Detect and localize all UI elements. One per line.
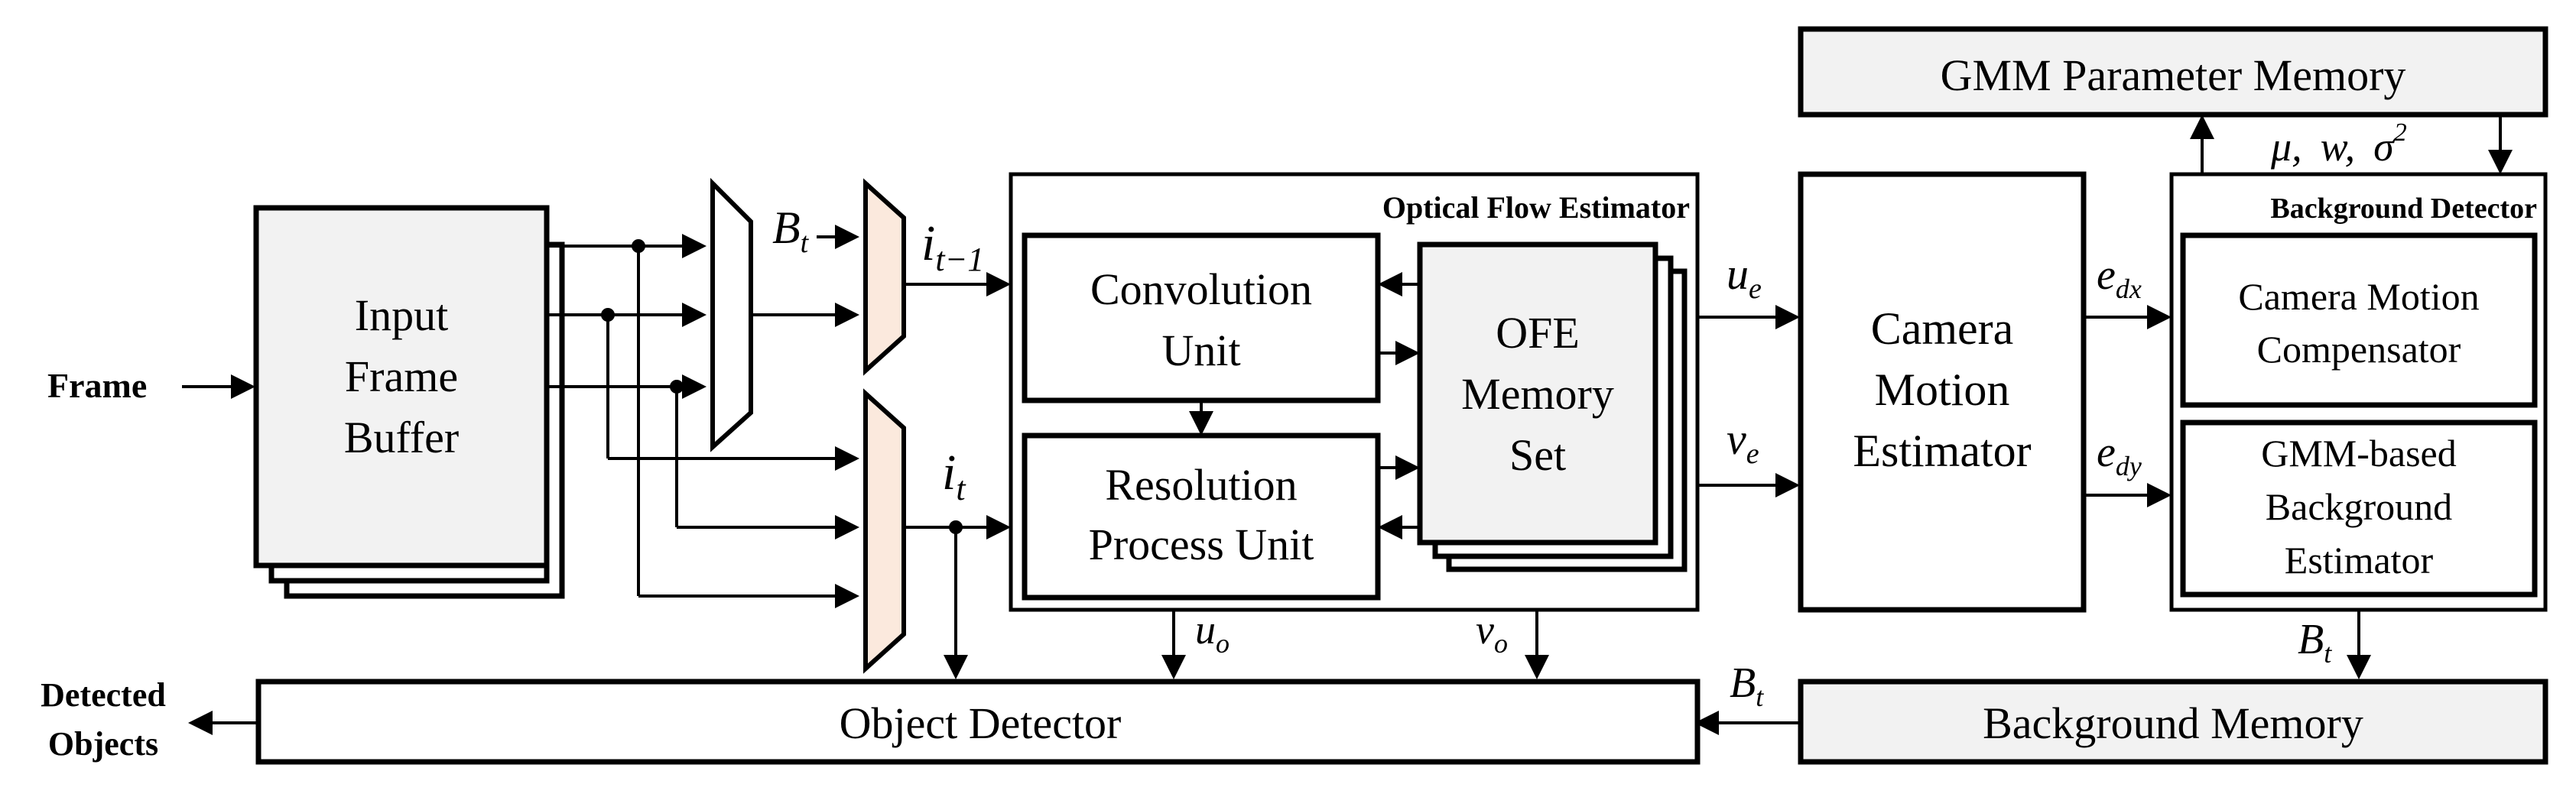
gmm-label-line3: Estimator (2285, 539, 2434, 582)
ue-label: ue (1727, 249, 1762, 305)
convolution-unit (1022, 232, 1381, 403)
mem-label-line3: Set (1509, 430, 1566, 480)
object-detector-label: Object Detector (840, 698, 1122, 748)
bd-title: Background Detector (2270, 193, 2537, 225)
resolution-process-unit (1022, 433, 1381, 601)
comp-label-line2: Compensator (2257, 328, 2461, 371)
optical-flow-estimator: Optical Flow Estimator Convolution Unit … (1009, 172, 1700, 612)
bg-bt-label: Bt (1730, 659, 1764, 712)
vo-label: vo (1476, 607, 1508, 659)
buffer-label-line3: Buffer (344, 413, 459, 462)
buffer-output-wires (547, 234, 859, 608)
input-frame-buffer: Input Frame Buffer (253, 205, 565, 599)
frame-input-label: Frame (47, 366, 147, 405)
cme-label-line3: Estimator (1853, 426, 2031, 476)
detected-objects-line1: Detected (41, 676, 166, 714)
edy-label: edy (2097, 429, 2142, 481)
detected-objects-line2: Objects (48, 725, 158, 763)
mux1-bt-label: Bt (772, 202, 810, 259)
camera-motion-compensator (2180, 232, 2538, 408)
ofe-title: Optical Flow Estimator (1382, 190, 1690, 225)
conv-label-line2: Unit (1161, 326, 1240, 375)
gmm-params-label: μ,w,σ2 (2270, 118, 2407, 170)
bg-memory-label: Background Memory (1983, 698, 2363, 748)
gmm-label-line1: GMM-based (2261, 432, 2457, 475)
conv-label-line1: Convolution (1090, 264, 1312, 314)
mem-label-line2: Memory (1461, 369, 1614, 419)
gmm-label-line2: Background (2266, 485, 2452, 528)
uo-label: uo (1195, 607, 1230, 659)
mem-label-line1: OFE (1496, 308, 1580, 358)
curr-frame-mux (863, 388, 906, 674)
buffer-label-line1: Input (355, 290, 448, 340)
cme-label-line2: Motion (1875, 364, 2010, 415)
camera-motion-estimator (1798, 171, 2087, 613)
res-label-line1: Resolution (1105, 460, 1297, 510)
it-1-label: it−1 (921, 215, 984, 278)
comp-label-line1: Camera Motion (2238, 275, 2479, 318)
gmm-parameter-memory (1798, 26, 2548, 118)
ofe-memory-set (1417, 241, 1658, 546)
frame-select-mux (710, 177, 753, 452)
cme-label-line1: Camera (1871, 303, 2014, 354)
edx-label: edx (2097, 251, 2142, 304)
prev-frame-mux (863, 178, 906, 376)
gmm-background-estimator (2180, 420, 2538, 598)
ve-label: ve (1727, 414, 1759, 470)
gmm-param-memory-label: GMM Parameter Memory (1941, 50, 2406, 100)
bd-bt-label: Bt (2298, 616, 2332, 669)
buffer-label-line2: Frame (345, 352, 458, 401)
background-memory (1798, 679, 2548, 765)
background-detector: Background Detector Camera Motion Compen… (2169, 172, 2548, 612)
it-label: it (942, 445, 966, 507)
res-label-line2: Process Unit (1089, 520, 1314, 569)
